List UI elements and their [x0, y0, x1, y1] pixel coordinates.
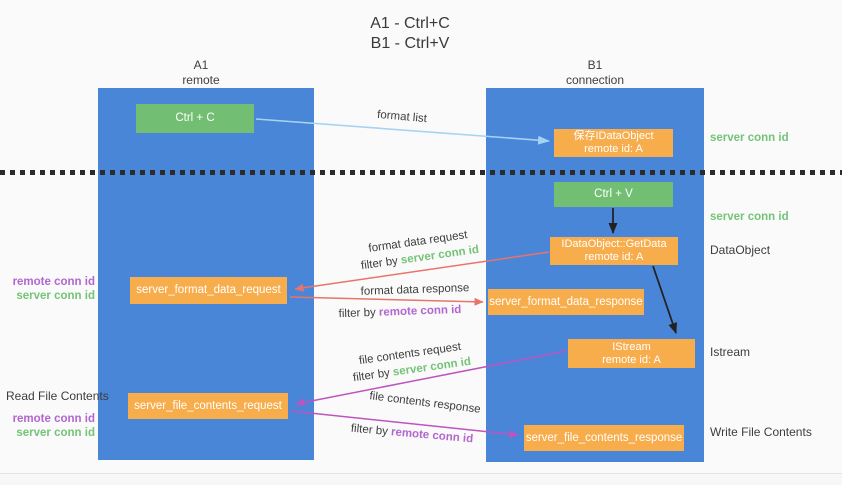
remote-conn-id-text: remote conn id: [12, 276, 95, 288]
label-server-conn-id-left-1: server conn id: [0, 290, 95, 302]
remote-conn-id-text: remote conn id: [12, 413, 95, 425]
label-remote-conn-id-left-1: remote conn id: [0, 276, 95, 288]
server-conn-id-text: server conn id: [16, 427, 95, 439]
diagram-title: A1 - Ctrl+C B1 - Ctrl+V: [0, 14, 820, 54]
node-save-idataobject: 保存IDataObject remote id: A: [554, 129, 673, 157]
title-line-2: B1 - Ctrl+V: [370, 35, 450, 52]
label-server-conn-id-mid-right: server conn id: [710, 211, 789, 223]
node-format-response-label: server_format_data_response: [489, 295, 643, 308]
label-write-file-contents: Write File Contents: [710, 425, 812, 439]
format-data-response-arrow: [289, 296, 484, 306]
node-getdata-line2: remote id: A: [584, 251, 644, 263]
node-server-format-data-response: server_format_data_response: [488, 289, 644, 315]
node-ctrl-v: Ctrl + V: [554, 182, 673, 207]
node-idataobject-getdata: IDataObject::GetData remote id: A: [550, 237, 678, 265]
getdata-to-istream-arrow: [652, 265, 678, 334]
phase-separator-dotted-line: [0, 170, 842, 175]
node-save-line1: 保存IDataObject: [573, 130, 654, 142]
node-server-format-data-request: server_format_data_request: [130, 277, 287, 304]
title-line-1: A1 - Ctrl+C: [370, 15, 450, 32]
column-a1-name: A1: [193, 58, 209, 72]
file-contents-request-arrow: [295, 350, 567, 407]
label-read-file-contents: Read File Contents: [6, 389, 109, 403]
label-server-conn-id-left-2: server conn id: [0, 427, 95, 439]
label-dataobject: DataObject: [710, 243, 771, 257]
node-istream-line1: IStream: [612, 340, 651, 353]
node-file-response-label: server_file_contents_response: [525, 431, 683, 444]
format-data-request-arrow: [294, 251, 550, 292]
label-istream: Istream: [710, 345, 751, 359]
node-istream-line2: remote id: A: [602, 353, 661, 366]
column-b1-name: B1: [587, 58, 603, 72]
column-b1-role: connection: [565, 73, 625, 87]
node-file-request-label: server_file_contents_request: [134, 399, 282, 412]
node-ctrl-c-label: Ctrl + C: [175, 112, 215, 124]
file-contents-response-arrow: [290, 410, 519, 439]
format-list-arrow: [255, 118, 550, 145]
node-ctrl-v-label: Ctrl + V: [594, 188, 633, 200]
node-save-line2: remote id: A: [584, 143, 643, 155]
node-getdata-line1: IDataObject::GetData: [561, 238, 667, 250]
node-format-request-label: server_format_data_request: [136, 284, 281, 296]
node-server-file-contents-request: server_file_contents_request: [128, 393, 288, 419]
column-a1-role: remote: [182, 73, 220, 87]
column-header-a1: A1 remote: [121, 58, 281, 88]
node-istream: IStream remote id: A: [568, 339, 695, 368]
label-server-conn-id-top-right: server conn id: [710, 132, 789, 144]
server-conn-id-text: server conn id: [16, 290, 95, 302]
window-bottom-edge: [0, 473, 842, 485]
label-remote-conn-id-left-2: remote conn id: [0, 413, 95, 425]
column-header-b1: B1 connection: [515, 58, 675, 88]
filter-by-text: filter by: [338, 306, 380, 321]
node-server-file-contents-response: server_file_contents_response: [524, 425, 684, 451]
node-ctrl-c: Ctrl + C: [136, 104, 254, 133]
